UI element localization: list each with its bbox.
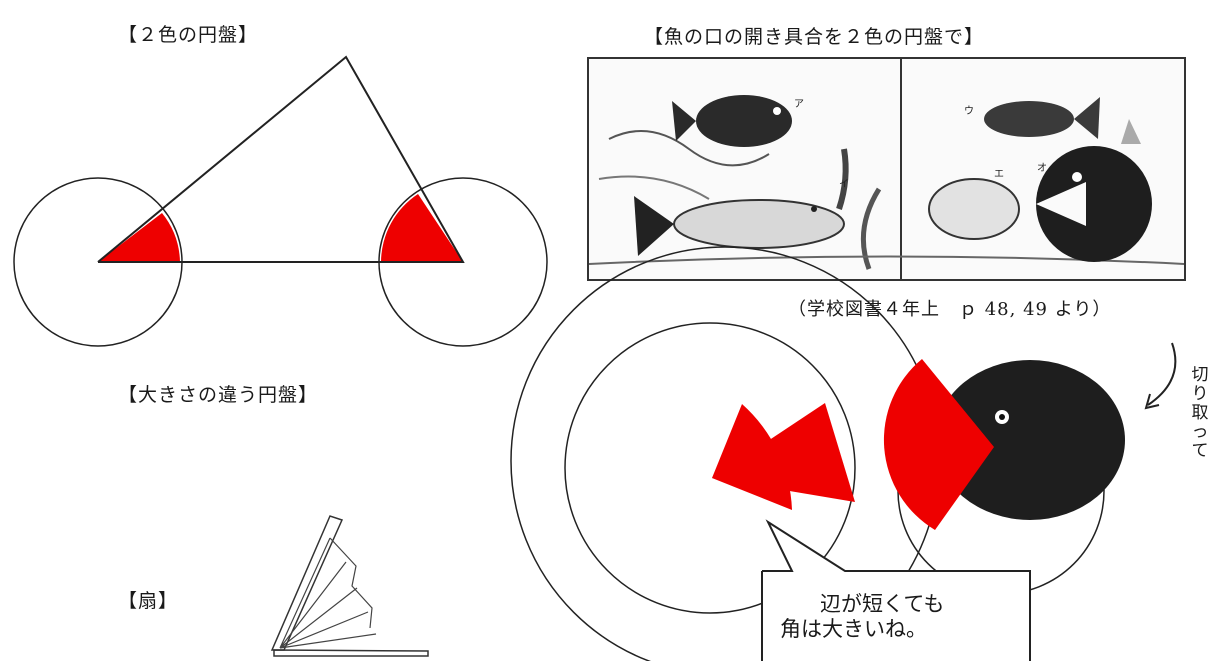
- arrow-curve: [1147, 342, 1177, 406]
- disc-medium: [564, 322, 856, 614]
- seaweed: [598, 175, 710, 200]
- fish-label-e: エ: [994, 169, 1004, 180]
- angle-sector-left: [98, 213, 180, 262]
- triangle: [97, 55, 465, 263]
- side-note-char: 取: [1191, 403, 1209, 423]
- side-note: 切 り 取 っ て: [1188, 366, 1212, 461]
- fish-label-a: ア: [794, 99, 804, 110]
- fish-a-tail: [672, 101, 696, 141]
- side-note-char: っ: [1191, 422, 1209, 442]
- fish-o-mouth: [1036, 182, 1086, 226]
- fish-a-eye: [773, 107, 781, 115]
- sunfish-mouth-sector: [883, 359, 994, 530]
- sunfish-pupil: [999, 414, 1005, 420]
- fish-o: [1036, 146, 1152, 262]
- fish-illustration-drawing: ア イ ウ エ オ: [589, 59, 1184, 279]
- callout-line-2: 角は大きいね。: [780, 617, 927, 641]
- fish-a: [696, 95, 792, 147]
- side-note-char: て: [1191, 441, 1209, 461]
- arrow-head: [1144, 393, 1160, 410]
- side-note-char: 切: [1191, 365, 1209, 385]
- seaweed: [836, 148, 849, 210]
- fish-u: [984, 101, 1074, 137]
- callout-fill: [763, 572, 1029, 661]
- fan-edge: [329, 537, 373, 629]
- sunfish-body: [935, 360, 1125, 520]
- fish-u-tail: [1074, 97, 1100, 139]
- callout-text: 辺が短くても 角は大きいね。: [780, 592, 944, 642]
- fish-label-u: ウ: [964, 105, 974, 117]
- title-two-color-disc: 【２色の円盤】: [118, 24, 259, 46]
- seaweed: [608, 130, 770, 167]
- fish-i-eye: [811, 206, 817, 212]
- fish-i-tail: [634, 196, 674, 256]
- fan-pleats: [279, 537, 377, 649]
- title-fan: 【扇】: [118, 590, 179, 612]
- fish-o-fin: [1121, 119, 1141, 144]
- seaweed: [860, 187, 882, 270]
- wedge-medium: [712, 404, 792, 510]
- fish-illustration: ア イ ウ エ オ: [587, 57, 1186, 281]
- fish-label-i: イ: [839, 179, 849, 190]
- fish-label-o: オ: [1037, 162, 1047, 174]
- title-fish-mouth: 【魚の口の開き具合を２色の円盤で】: [644, 26, 985, 48]
- angle-sector-right: [381, 194, 463, 262]
- side-note-char: り: [1191, 384, 1209, 404]
- fan-base: [273, 649, 429, 657]
- callout-line-1: 辺が短くても: [820, 592, 945, 616]
- title-different-size-disc: 【大きさの違う円盤】: [118, 384, 319, 406]
- fish-o-eye: [1072, 172, 1082, 182]
- fish-e: [928, 178, 1020, 240]
- fan-rib: [270, 515, 344, 651]
- source-caption: （学校図書４年上 ｐ 48, 49 より）: [788, 299, 1112, 320]
